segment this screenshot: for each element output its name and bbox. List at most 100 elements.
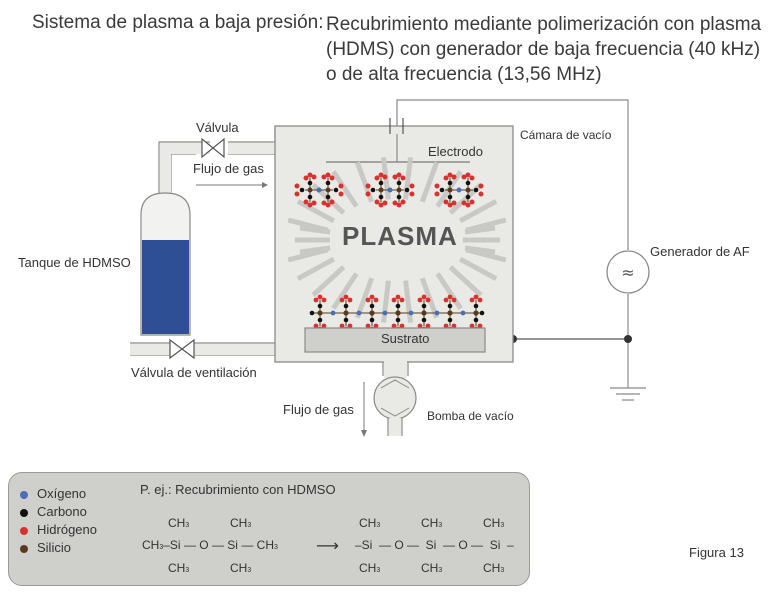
hydrogen-atom bbox=[317, 294, 323, 300]
legend-item-1: Carbono bbox=[20, 504, 87, 519]
carbon-atom bbox=[325, 194, 331, 200]
silicon-atom bbox=[473, 310, 479, 316]
plasma-ray bbox=[296, 256, 336, 281]
valve-label: Válvula bbox=[196, 120, 239, 135]
plasma-ray bbox=[403, 280, 413, 323]
hydrogen-atom bbox=[321, 200, 327, 206]
electrode-label: Electrodo bbox=[428, 144, 483, 159]
carbon-atom bbox=[473, 303, 479, 309]
hydrogen-atom bbox=[400, 199, 406, 205]
hydrogen-atom bbox=[374, 199, 380, 205]
tank-label: Tanque de HDMSO bbox=[18, 255, 131, 270]
hydrogen-atom bbox=[451, 323, 457, 329]
silicon-atom bbox=[421, 310, 427, 316]
hydrogen-atom bbox=[396, 202, 402, 208]
oxygen-atom bbox=[316, 187, 322, 193]
hydrogen-atom bbox=[321, 174, 327, 180]
legend-label-2: Hidrógeno bbox=[37, 522, 97, 537]
hydrogen-atom bbox=[313, 297, 319, 303]
hydrogen-atom bbox=[469, 199, 475, 205]
hydrogen-atom bbox=[469, 297, 475, 303]
carbon-atom bbox=[369, 317, 375, 323]
hydrogen-atom bbox=[395, 294, 401, 300]
carbon-atom bbox=[317, 317, 323, 323]
substrate-label: Sustrato bbox=[381, 331, 430, 346]
hydrogen-atom bbox=[307, 202, 313, 208]
hydrogen-atom bbox=[307, 172, 313, 178]
plasma-ray bbox=[435, 272, 463, 310]
title-line-2: (HDMS) con generador de baja frecuencia … bbox=[326, 39, 761, 60]
silicon-atom bbox=[465, 187, 471, 193]
title-right: Recubrimiento mediante polimerización co… bbox=[326, 12, 761, 87]
hydrogen-atom bbox=[400, 175, 406, 181]
hydrogen-atom bbox=[409, 191, 415, 197]
tank-liquid bbox=[142, 240, 189, 334]
plasma-ray bbox=[381, 280, 391, 323]
carbon-atom bbox=[447, 194, 453, 200]
polymer-top-2: CH3 bbox=[421, 516, 443, 530]
hydrogen-atom bbox=[303, 175, 309, 181]
hydrogen-atom bbox=[392, 174, 398, 180]
plasma-ray bbox=[448, 265, 483, 297]
hydrogen-atom bbox=[434, 191, 440, 197]
hydrogen-atom bbox=[378, 172, 384, 178]
legend-item-0: Oxígeno bbox=[20, 486, 86, 501]
hydrogen-atom bbox=[477, 297, 483, 303]
gas-flow-in-label: Flujo de gas bbox=[193, 161, 264, 176]
plasma-ray bbox=[464, 225, 496, 235]
plasma-ray bbox=[331, 170, 359, 208]
oxygen-atom bbox=[330, 310, 336, 316]
silicon-atom bbox=[343, 310, 349, 316]
silicon-atom bbox=[447, 310, 453, 316]
legend-panel bbox=[8, 472, 530, 586]
carbon-atom bbox=[369, 303, 375, 309]
silicon-atom bbox=[317, 310, 323, 316]
silicon-atom bbox=[447, 187, 453, 193]
hydrogen-atom bbox=[373, 297, 379, 303]
generator-symbol: ≈ bbox=[621, 263, 634, 282]
plasma-ray bbox=[299, 225, 331, 235]
gas-flow-out-label: Flujo de gas bbox=[283, 402, 354, 417]
hydrogen-atom bbox=[338, 191, 344, 197]
hydrogen-atom bbox=[365, 183, 371, 189]
monomer-top-1: CH3 bbox=[168, 516, 190, 530]
polymer-top-3: CH3 bbox=[483, 516, 505, 530]
hydrogen-atom bbox=[443, 175, 449, 181]
oxygen-atom bbox=[434, 310, 440, 316]
vent-valve-left bbox=[169, 338, 183, 360]
legend-item-3: Silicio bbox=[20, 540, 71, 555]
vacuum-chamber bbox=[274, 125, 514, 363]
silicon-atom bbox=[378, 187, 384, 193]
plasma-ray bbox=[299, 245, 331, 255]
hydrogen-atom bbox=[321, 297, 327, 303]
hydrogen-atom bbox=[447, 202, 453, 208]
substrate bbox=[304, 327, 486, 353]
carbon-atom bbox=[317, 303, 323, 309]
silicon-atom bbox=[325, 187, 331, 193]
hydrogen-atom bbox=[396, 172, 402, 178]
hydrogen-atom bbox=[339, 297, 345, 303]
hydrogen-atom bbox=[311, 174, 317, 180]
monomer-bottom-2: CH3 bbox=[230, 561, 252, 575]
pump-label: Bomba de vacío bbox=[427, 409, 514, 423]
hydrogen-atom bbox=[425, 323, 431, 329]
carbon-atom bbox=[299, 187, 305, 193]
carbon-atom bbox=[309, 310, 315, 316]
chamber-label: Cámara de vacío bbox=[520, 128, 612, 142]
carbon-atom bbox=[473, 187, 479, 193]
silicon-atom bbox=[395, 310, 401, 316]
example-title: P. ej.: Recubrimiento con HDMSO bbox=[140, 482, 336, 497]
hydrogen-atom bbox=[329, 175, 335, 181]
legend-label-3: Silicio bbox=[37, 540, 71, 555]
carbon-atom bbox=[447, 303, 453, 309]
legend-dot-3 bbox=[20, 544, 28, 553]
hydrogen-atom bbox=[469, 175, 475, 181]
hydrogen-atom bbox=[417, 297, 423, 303]
hydrogen-atom bbox=[461, 174, 467, 180]
hydrogen-atom bbox=[477, 323, 483, 329]
polymer-bottom-3: CH3 bbox=[483, 561, 505, 575]
hydrogen-atom bbox=[399, 297, 405, 303]
monomer-top-2: CH3 bbox=[230, 516, 252, 530]
plasma-label: PLASMA bbox=[342, 221, 458, 251]
